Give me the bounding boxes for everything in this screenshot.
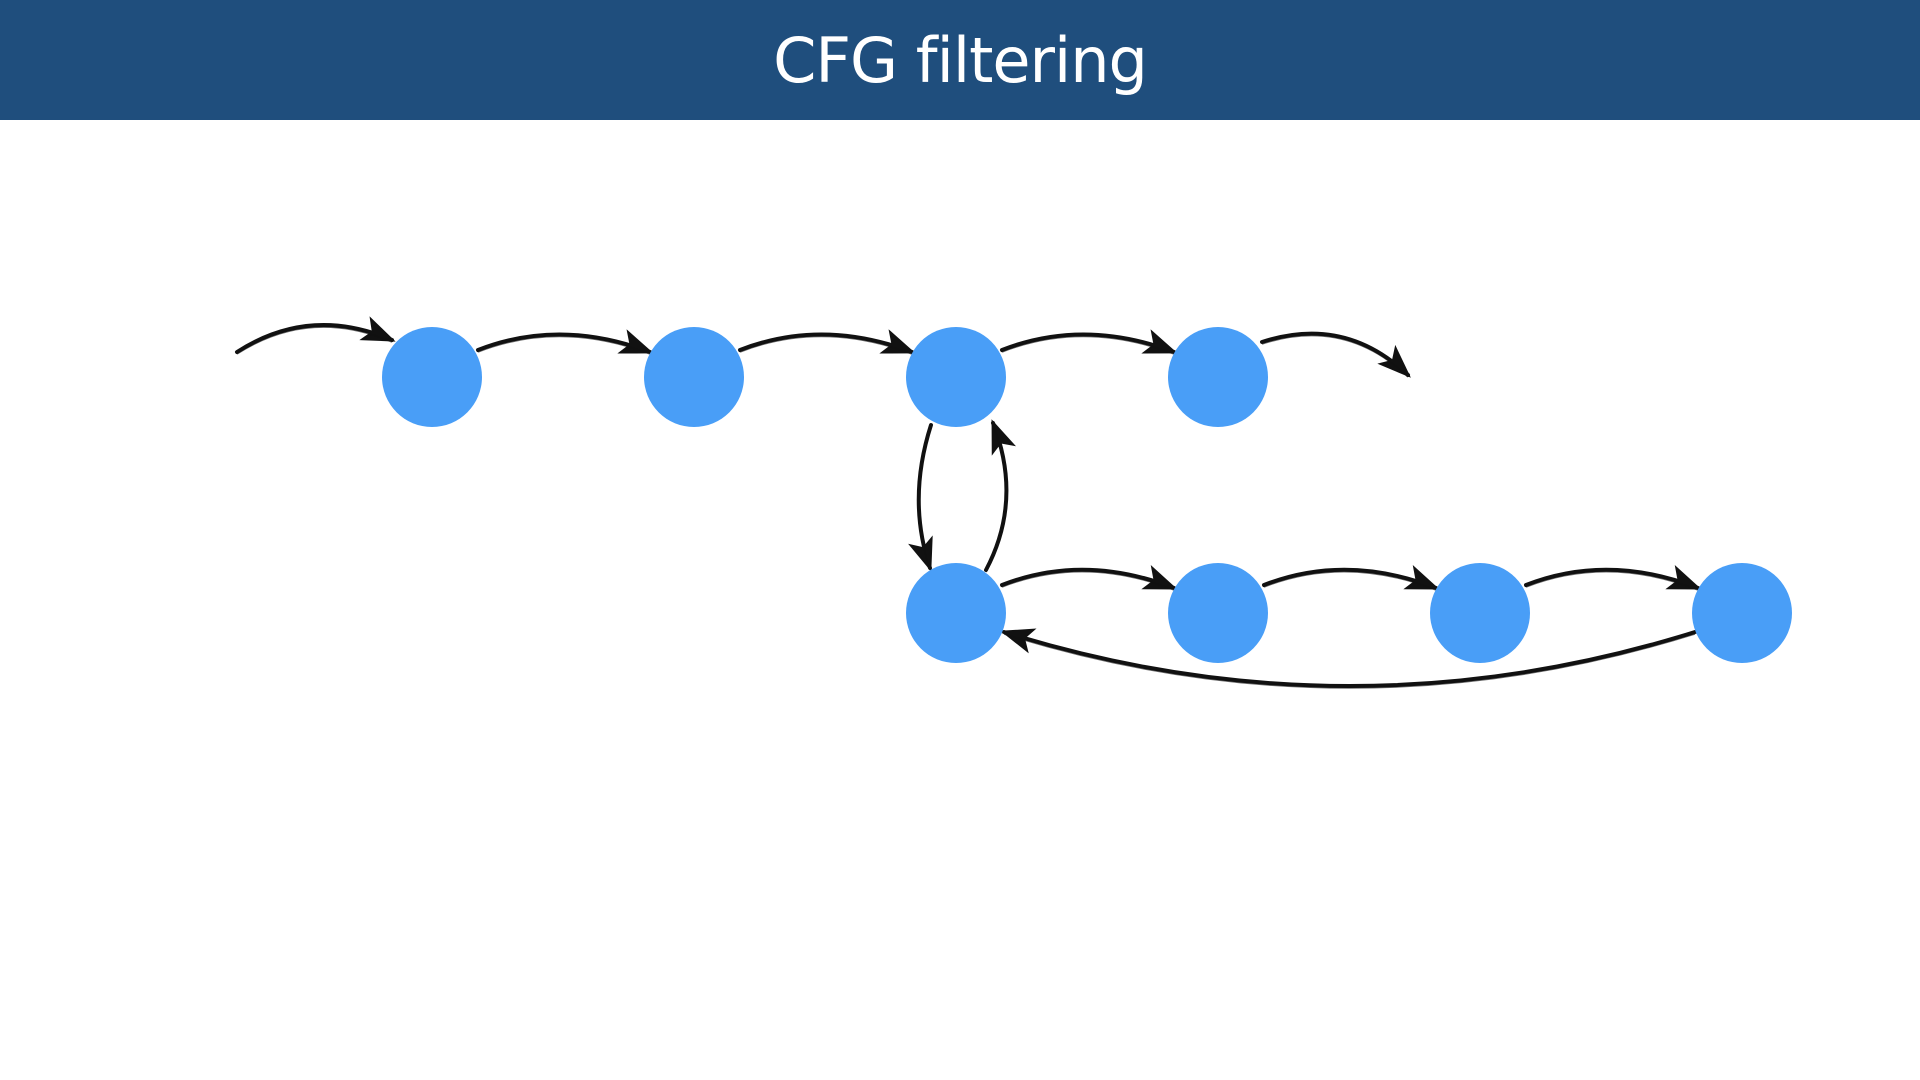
- edge-n2-n3-sketch: [739, 335, 913, 355]
- edges-layer: [235, 316, 1702, 689]
- edge-n5-n3-sketch: [985, 424, 1008, 573]
- edge-n1-n2-sketch: [477, 335, 651, 355]
- edge-n4-exit-sketch: [1261, 334, 1409, 378]
- nodes-layer: [382, 327, 1792, 663]
- edge-entry-n1-sketch: [236, 326, 393, 355]
- title-bar: CFG filtering: [0, 0, 1920, 120]
- edge-n3-n5-sketch: [918, 426, 932, 571]
- edge-n1-n2: [476, 329, 654, 354]
- edge-n5-n6-sketch: [1001, 571, 1175, 591]
- edge-n3-n4-sketch: [1001, 335, 1175, 355]
- edge-n2-n3: [738, 329, 916, 354]
- edge-entry-n1: [235, 316, 396, 354]
- edge-n7-n8: [1524, 565, 1702, 590]
- node-n1: [382, 327, 482, 427]
- edge-n7-n8-sketch: [1525, 571, 1699, 591]
- edge-n6-n7-sketch: [1263, 571, 1437, 591]
- node-n6: [1168, 563, 1268, 663]
- node-n2: [644, 327, 744, 427]
- edge-n3-n4: [1000, 329, 1178, 354]
- node-n8: [1692, 563, 1792, 663]
- node-n3: [906, 327, 1006, 427]
- slide-title: CFG filtering: [773, 23, 1148, 97]
- node-n7: [1430, 563, 1530, 663]
- edge-n6-n7: [1262, 565, 1440, 590]
- edge-n8-n5: [1000, 628, 1697, 688]
- edge-n8-n5-sketch: [1003, 633, 1696, 689]
- node-n4: [1168, 327, 1268, 427]
- node-n5: [906, 563, 1006, 663]
- edge-n5-n6: [1000, 565, 1178, 590]
- edge-n4-exit: [1260, 331, 1411, 378]
